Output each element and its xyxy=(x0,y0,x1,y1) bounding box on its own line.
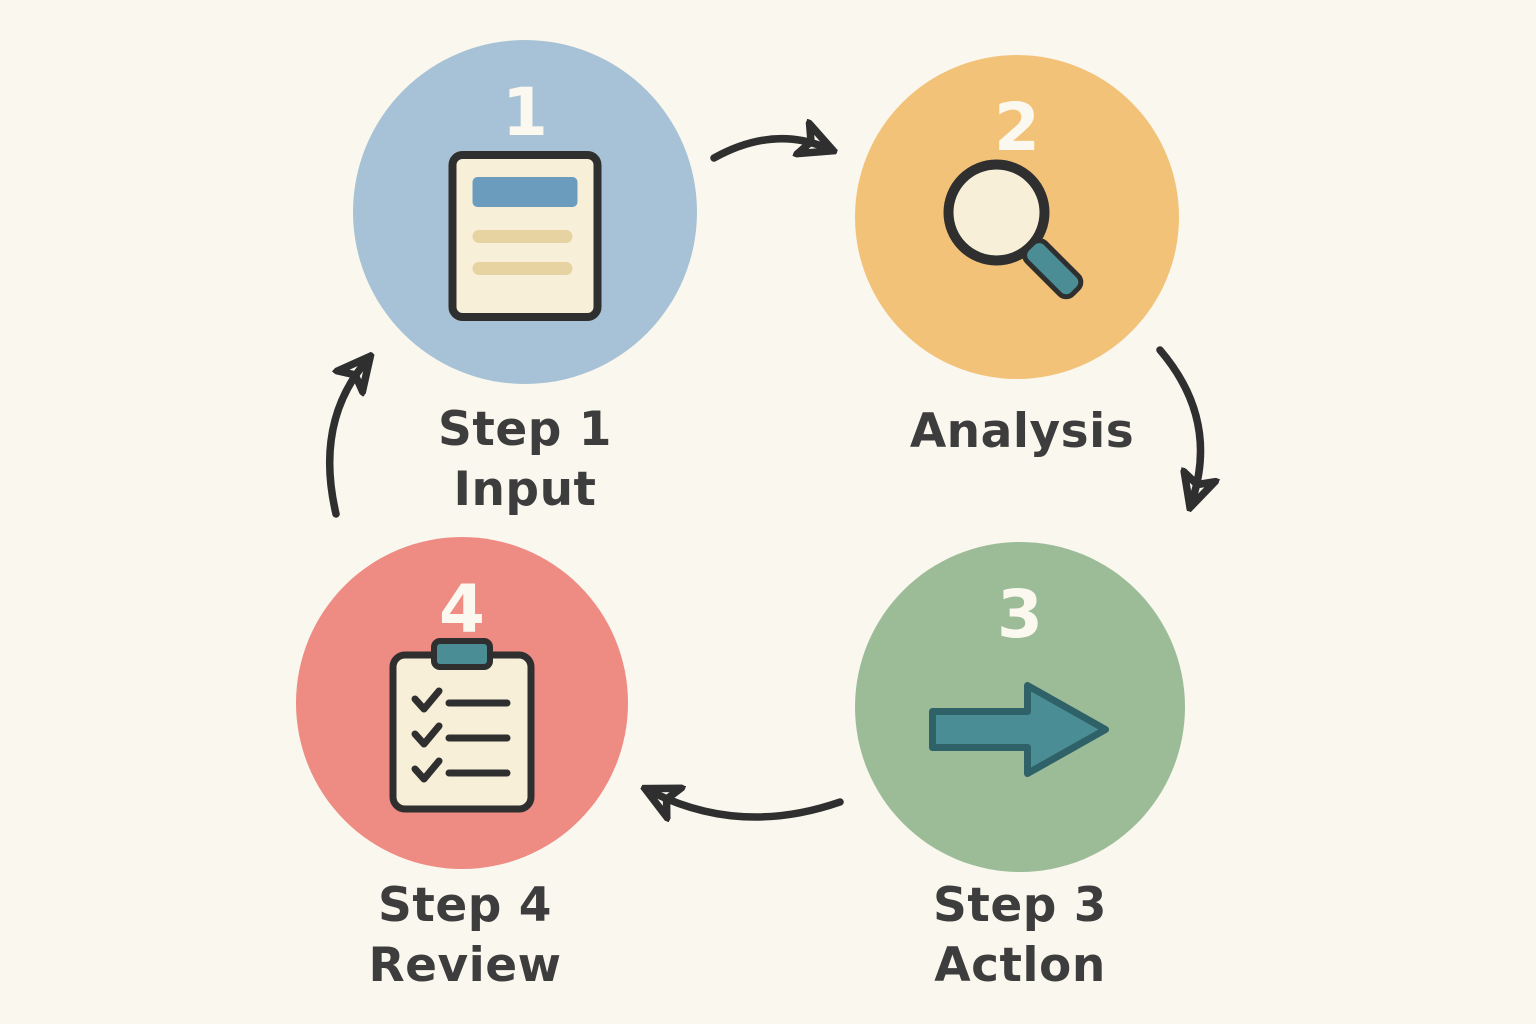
step-2-label-line1: Analysis xyxy=(909,404,1135,459)
step-2-label: Analysis xyxy=(812,402,1232,462)
step-1-label-line2: Input xyxy=(453,462,597,518)
step-3-label-line2: Actlon xyxy=(934,938,1106,994)
step-3-circle: 3 xyxy=(855,542,1185,872)
magnifier-icon xyxy=(943,159,1084,299)
step-4-label: Step 4 Review xyxy=(255,876,675,996)
step-1-number: 1 xyxy=(502,74,548,151)
step-1-label: Step 1 Input xyxy=(315,400,735,520)
step-4-label-line2: Review xyxy=(368,938,562,994)
step-4-label-line1: Step 4 xyxy=(378,878,552,933)
step-1-circle: 1 xyxy=(353,40,697,384)
arrow-icon xyxy=(929,682,1109,778)
step-3-label: Step 3 Actlon xyxy=(810,876,1230,996)
step-4-number: 4 xyxy=(439,571,485,648)
clipboard-icon xyxy=(389,638,535,813)
step-2-number: 2 xyxy=(994,89,1040,166)
step-3-number: 3 xyxy=(997,576,1043,653)
step-2-circle: 2 xyxy=(855,55,1179,379)
step-1-label-line1: Step 1 xyxy=(438,402,612,457)
arrow-step3-to-step4 xyxy=(654,793,844,817)
arrow-step1-to-step2 xyxy=(710,139,824,162)
step-4-circle: 4 xyxy=(296,537,628,869)
document-icon xyxy=(448,151,602,322)
step-3-label-line1: Step 3 xyxy=(933,878,1107,933)
